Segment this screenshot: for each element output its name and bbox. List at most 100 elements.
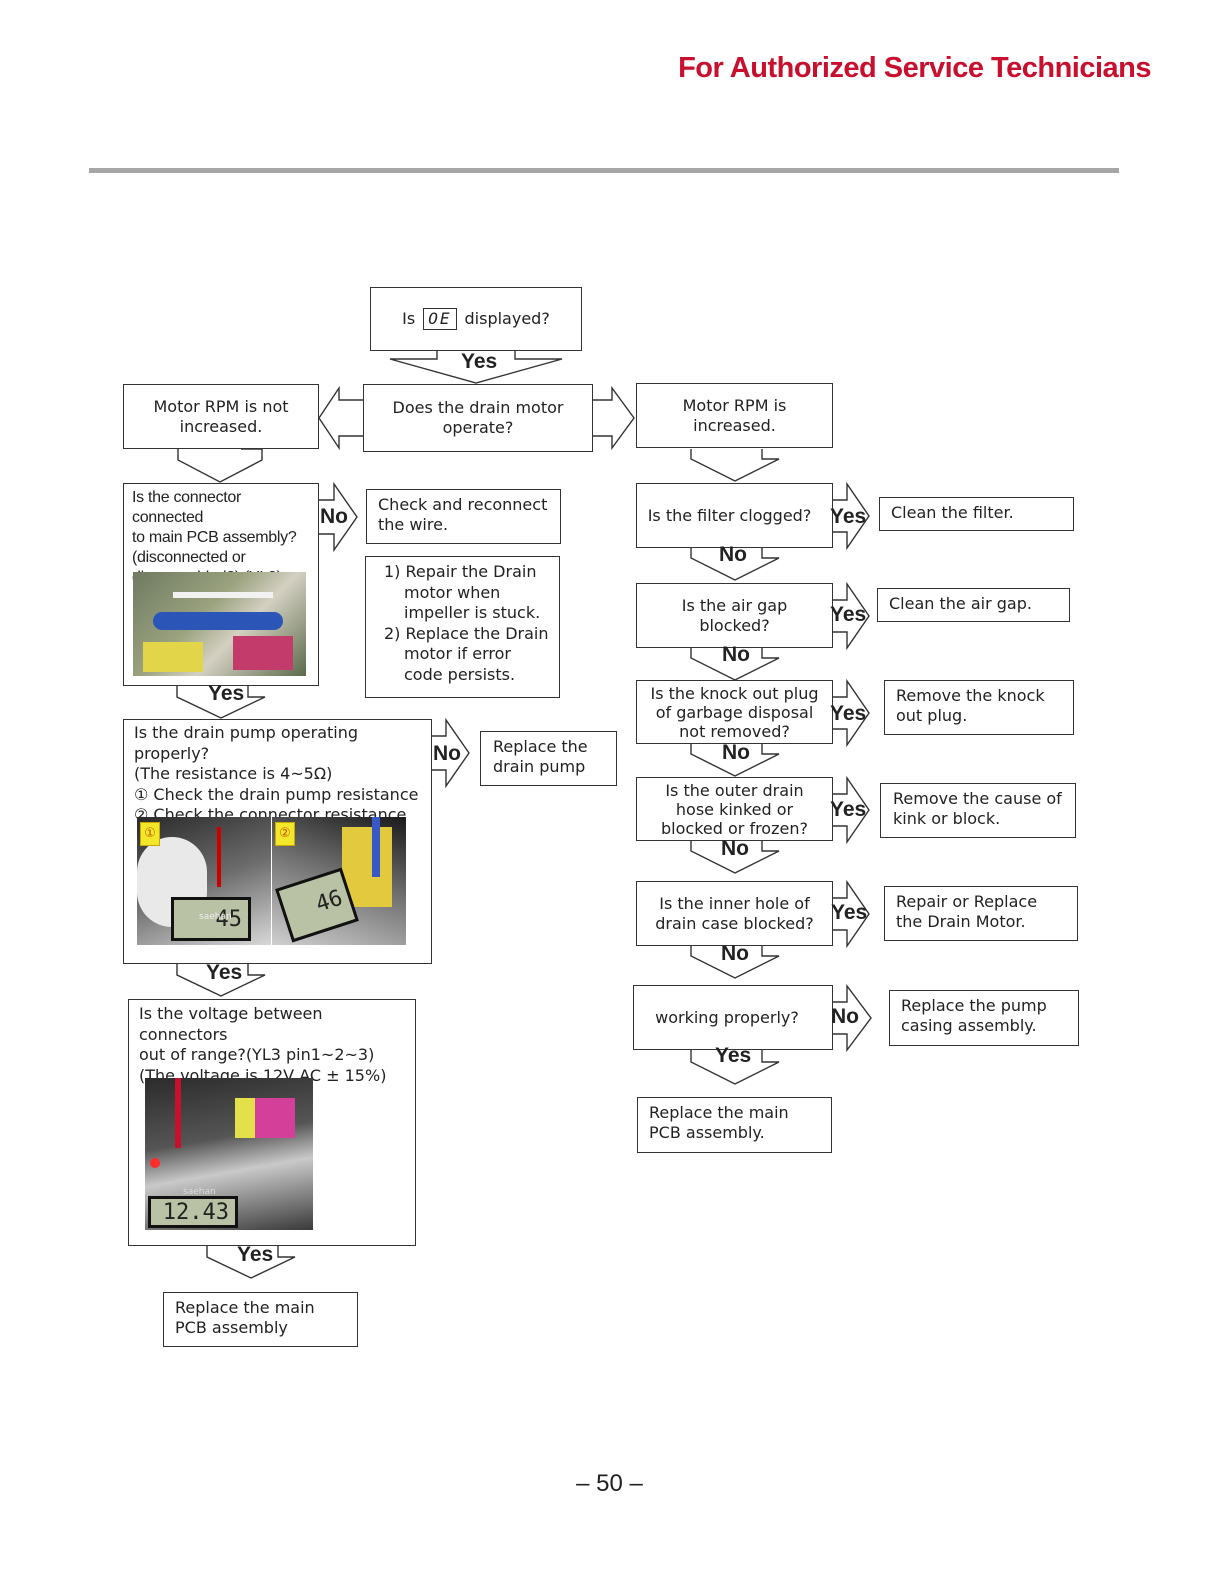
label-yes-inner: Yes bbox=[831, 901, 868, 924]
connector-question: Is the connector connected to main PCB a… bbox=[123, 483, 319, 686]
replace-main-pcb-left: Replace the main PCB assembly bbox=[163, 1292, 358, 1347]
error-code-display: OE bbox=[423, 308, 457, 330]
replace-casing-box: Replace the pump casing assembly. bbox=[889, 990, 1079, 1046]
repair-drain-motor-box: 1) Repair the Drain motor when impeller … bbox=[365, 556, 560, 698]
remove-kink-text: Remove the cause of kink or block. bbox=[893, 789, 1062, 828]
rpm-not-increased: Motor RPM is not increased. bbox=[123, 384, 319, 449]
pump-q-line3: ① Check the drain pump resistance bbox=[134, 784, 419, 804]
arrow-left-motor bbox=[318, 385, 363, 451]
arrow-down-start bbox=[389, 351, 563, 384]
label-yes-start: Yes bbox=[461, 350, 498, 373]
connector-photo bbox=[133, 572, 306, 676]
label-no-airgap: No bbox=[722, 643, 750, 666]
label-no-pump: No bbox=[433, 742, 461, 765]
voltage-photo: saehan 12.43 bbox=[145, 1078, 313, 1230]
replace-main-pcb-right-text: Replace the main PCB assembly. bbox=[649, 1103, 789, 1142]
label-yes-pump: Yes bbox=[206, 961, 243, 984]
label-no-hose: No bbox=[721, 837, 749, 860]
replace-casing-text: Replace the pump casing assembly. bbox=[901, 996, 1047, 1035]
arrow-down-rpm-inc bbox=[690, 449, 780, 482]
pump-q-line2: (The resistance is 4~5Ω) bbox=[134, 764, 333, 783]
arrow-right-hose-yes bbox=[833, 775, 870, 845]
clean-filter-text: Clean the filter. bbox=[891, 503, 1014, 522]
arrow-right-knock-yes bbox=[833, 678, 870, 748]
arrow-down-connector-yes bbox=[176, 686, 266, 719]
working-question-text: working properly? bbox=[655, 1007, 799, 1027]
arrow-down-voltage-yes bbox=[206, 1246, 296, 1279]
label-yes-voltage: Yes bbox=[237, 1243, 274, 1266]
hose-question: Is the outer drain hose kinked or blocke… bbox=[636, 777, 833, 841]
arrow-down-hose-no bbox=[690, 841, 780, 874]
remove-knock-box: Remove the knock out plug. bbox=[884, 680, 1074, 735]
label-yes-connector: Yes bbox=[208, 682, 245, 705]
voltage-q-line1: Is the voltage between connectors bbox=[139, 1004, 323, 1044]
pump-resistance-photo-1: 45 saehan bbox=[137, 817, 271, 945]
inner-hole-question: Is the inner hole of drain case blocked? bbox=[636, 881, 833, 946]
arrow-right-pump-no bbox=[432, 717, 470, 789]
label-yes-filter: Yes bbox=[830, 505, 867, 528]
label-yes-working: Yes bbox=[715, 1044, 752, 1067]
rpm-increased: Motor RPM is increased. bbox=[636, 383, 833, 448]
arrow-right-airgap-yes bbox=[833, 581, 870, 651]
inner-hole-question-text: Is the inner hole of drain case blocked? bbox=[655, 893, 814, 933]
clean-filter-box: Clean the filter. bbox=[879, 497, 1074, 531]
repair-motor-text: Repair or Replace the Drain Motor. bbox=[896, 892, 1038, 931]
clean-airgap-text: Clean the air gap. bbox=[889, 594, 1032, 613]
replace-main-pcb-left-text: Replace the main PCB assembly bbox=[175, 1298, 315, 1337]
arrow-down-working-yes bbox=[690, 1050, 780, 1085]
arrow-down-filter-no bbox=[690, 548, 780, 581]
arrow-right-connector-no bbox=[319, 481, 358, 553]
label-no-knock: No bbox=[722, 741, 750, 764]
badge-1: ① bbox=[140, 822, 160, 846]
label-no-connector: No bbox=[320, 505, 348, 528]
remove-knock-text: Remove the knock out plug. bbox=[896, 686, 1045, 725]
label-yes-knock: Yes bbox=[830, 702, 867, 725]
rpm-not-increased-text: Motor RPM is not increased. bbox=[153, 396, 289, 436]
meter-display-3: 12.43 bbox=[148, 1196, 238, 1228]
arrow-right-filter-yes bbox=[833, 481, 870, 551]
arrow-down-rpm-not bbox=[177, 448, 263, 483]
badge-2: ② bbox=[275, 822, 295, 846]
hose-question-text: Is the outer drain hose kinked or blocke… bbox=[661, 780, 808, 838]
voltage-question: Is the voltage between connectors out of… bbox=[128, 999, 416, 1246]
working-question: working properly? bbox=[633, 985, 833, 1050]
arrow-down-airgap-no bbox=[690, 648, 780, 681]
arrow-down-pump-yes bbox=[176, 964, 266, 997]
replace-drain-pump-text: Replace the drain pump bbox=[493, 737, 588, 776]
pump-q-line1: Is the drain pump operating properly? bbox=[134, 723, 359, 763]
label-yes-hose: Yes bbox=[830, 798, 867, 821]
drain-motor-question: Does the drain motor operate? bbox=[363, 384, 593, 452]
check-reconnect-box: Check and reconnect the wire. bbox=[366, 489, 561, 544]
label-no-filter: No bbox=[719, 543, 747, 566]
knockout-question: Is the knock out plug of garbage disposa… bbox=[636, 680, 833, 744]
connector-q-line1: Is the connector connected bbox=[132, 489, 242, 526]
remove-kink-box: Remove the cause of kink or block. bbox=[880, 783, 1076, 838]
rpm-increased-text: Motor RPM is increased. bbox=[682, 395, 787, 435]
check-reconnect-text: Check and reconnect the wire. bbox=[378, 495, 548, 534]
connector-q-line2: to main PCB assembly? bbox=[132, 529, 297, 546]
airgap-question-text: Is the air gap blocked? bbox=[681, 595, 788, 635]
page-number: – 50 – bbox=[576, 1470, 643, 1497]
knockout-question-text: Is the knock out plug of garbage disposa… bbox=[650, 683, 819, 741]
voltage-q-line2: out of range?(YL3 pin1~2~3) bbox=[139, 1045, 375, 1064]
meter-display-1: 45 bbox=[171, 897, 251, 941]
arrow-right-working-no bbox=[833, 983, 872, 1053]
meter-brand-1: saehan bbox=[199, 912, 232, 922]
start-box: Is OE displayed? bbox=[370, 287, 582, 351]
filter-question: Is the filter clogged? bbox=[636, 483, 833, 548]
arrow-right-inner-yes bbox=[833, 879, 870, 949]
replace-drain-pump-box: Replace the drain pump bbox=[480, 731, 617, 786]
drain-pump-question: Is the drain pump operating properly? (T… bbox=[123, 719, 432, 964]
arrow-down-knock-no bbox=[690, 744, 780, 777]
filter-question-text: Is the filter clogged? bbox=[647, 505, 812, 525]
arrow-right-motor bbox=[593, 385, 635, 451]
connector-q-line3: (disconnected or bbox=[132, 549, 246, 566]
label-no-working: No bbox=[831, 1005, 859, 1028]
clean-airgap-box: Clean the air gap. bbox=[877, 588, 1070, 622]
start-suffix: displayed? bbox=[464, 309, 550, 328]
meter-brand-3: saehan bbox=[183, 1187, 216, 1197]
start-prefix: Is bbox=[402, 309, 416, 328]
drain-motor-question-text: Does the drain motor operate? bbox=[392, 398, 564, 437]
repair-item-2: 2) Replace the Drain motor if error code… bbox=[384, 623, 549, 684]
